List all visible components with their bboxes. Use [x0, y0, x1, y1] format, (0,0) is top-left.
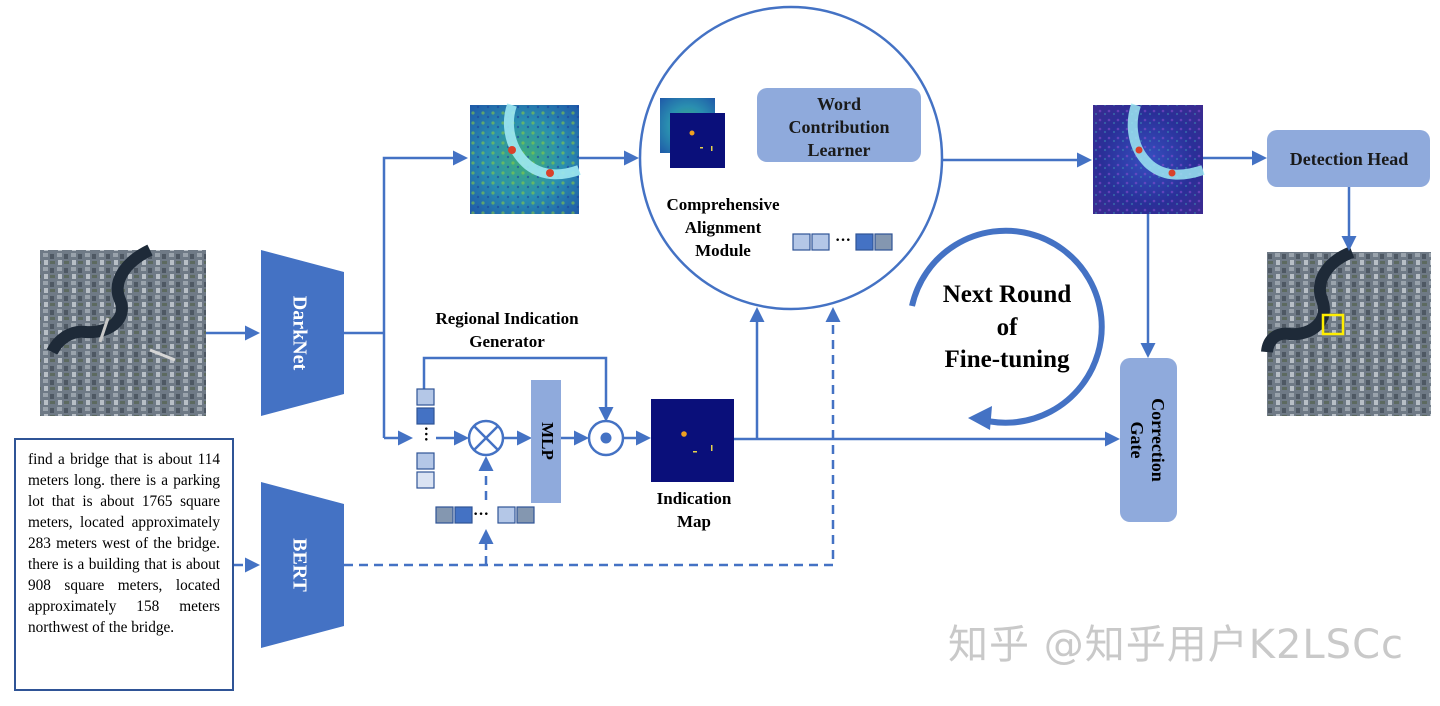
- row-ellipsis: ···: [473, 506, 489, 523]
- detection-head-label: Detection Head: [1290, 149, 1408, 169]
- rig-line-2: Generator: [469, 332, 545, 351]
- connectors: [206, 118, 1357, 447]
- next-round-line-3: Fine-tuning: [944, 346, 1070, 373]
- word-contribution-learner: [757, 88, 921, 162]
- darknet-label: DarkNet: [288, 296, 310, 371]
- mlp-block: MLP: [531, 380, 561, 503]
- vertical-token-column: ···: [416, 388, 435, 489]
- output-satellite-image: [1261, 246, 1431, 416]
- hadamard-operator: [587, 419, 625, 457]
- loop-arrow-head: [968, 406, 992, 430]
- bert-module: BERT: [261, 482, 344, 648]
- indication-map: [651, 399, 734, 482]
- correction-gate-line-2: Gate: [1127, 422, 1147, 459]
- mlp-label: MLP: [538, 422, 557, 460]
- comprehensive-alignment-module: Word Contribution Learner Comprehensive …: [638, 5, 944, 311]
- cam-line-2: Alignment: [685, 218, 762, 237]
- bert-label: BERT: [288, 538, 310, 592]
- darknet-module: DarkNet: [261, 250, 344, 416]
- query-text: find a bridge that is about 114 meters l…: [28, 451, 220, 636]
- word-token-row-circle: ···: [792, 232, 893, 251]
- input-satellite-image: [40, 244, 206, 416]
- token-ellipsis: ···: [835, 232, 851, 249]
- column-ellipsis: ···: [417, 426, 434, 442]
- wcl-line-2: Contribution: [788, 117, 889, 137]
- next-round-line-2: of: [997, 314, 1019, 341]
- cam-line-3: Module: [695, 241, 751, 260]
- detection-box: [1321, 313, 1345, 336]
- loop-arrow: [909, 227, 1105, 426]
- wcl-line-1: Word: [817, 94, 861, 114]
- detection-head: Detection Head: [1267, 130, 1430, 187]
- correction-gate: Correction Gate: [1120, 358, 1177, 522]
- multiply-operator: [467, 419, 505, 457]
- next-round-line-1: Next Round: [943, 281, 1072, 308]
- wcl-line-3: Learner: [808, 140, 871, 160]
- word-token-row-bottom: ···: [435, 506, 535, 524]
- feature-heatmap-2: [1093, 103, 1205, 214]
- fine-tuning-loop: Next Round of Fine-tuning: [909, 227, 1105, 430]
- query-text-box: find a bridge that is about 114 meters l…: [14, 438, 234, 691]
- rig-line-1: Regional Indication: [435, 309, 579, 328]
- stacked-feature-maps: [660, 98, 725, 168]
- indication-map-line-1: Indication: [657, 489, 732, 508]
- feature-heatmap-1: [470, 103, 581, 214]
- correction-gate-line-1: Correction: [1148, 398, 1168, 482]
- watermark: 知乎 @知乎用户K2LSCc: [948, 622, 1404, 668]
- indication-map-line-2: Map: [677, 512, 711, 531]
- cam-line-1: Comprehensive: [666, 195, 779, 214]
